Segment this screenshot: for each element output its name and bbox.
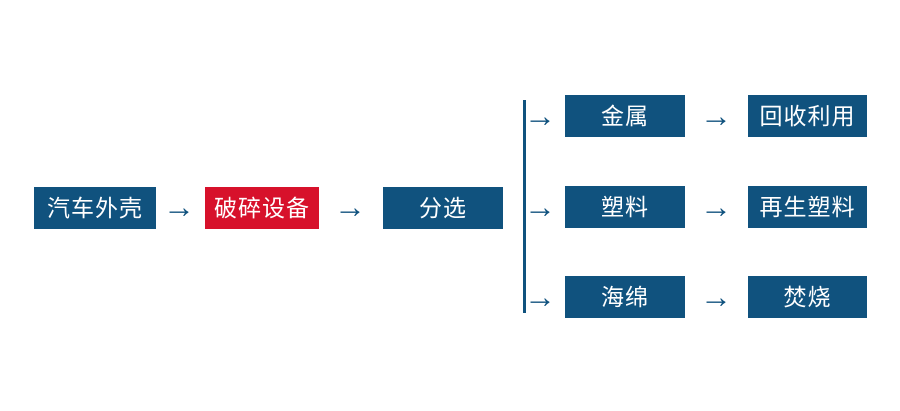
arrow-right-icon: → [700, 278, 732, 315]
flow-node-car-shell: 汽车外壳 [34, 187, 156, 229]
flow-node-crusher: 破碎设备 [205, 187, 319, 229]
arrow-right-icon: → [334, 188, 366, 225]
flow-node-label: 汽车外壳 [47, 194, 143, 221]
arrow-right-icon: → [524, 97, 556, 134]
flow-node-sorting: 分选 [383, 187, 503, 229]
flow-node-incineration: 焚烧 [748, 276, 867, 318]
flow-node-label: 再生塑料 [759, 193, 856, 220]
flow-node-plastic: 塑料 [565, 186, 685, 228]
flow-node-label: 金属 [601, 102, 649, 129]
flow-node-sponge: 海绵 [565, 276, 685, 318]
flow-node-label: 破碎设备 [214, 194, 310, 221]
flow-node-label: 海绵 [601, 283, 649, 310]
arrow-right-icon: → [700, 188, 732, 225]
flow-node-label: 分选 [419, 194, 467, 221]
arrow-right-icon: → [524, 278, 556, 315]
flow-node-label: 塑料 [601, 193, 649, 220]
branch-trunk-line [523, 100, 526, 313]
arrow-right-icon: → [700, 97, 732, 134]
arrow-right-icon: → [524, 188, 556, 225]
arrow-right-icon: → [163, 188, 195, 225]
flow-node-recycle: 回收利用 [748, 95, 867, 137]
flow-node-label: 回收利用 [759, 102, 856, 129]
flow-node-recycled-plastic: 再生塑料 [748, 186, 867, 228]
flow-node-label: 焚烧 [783, 283, 832, 310]
flow-node-metal: 金属 [565, 95, 685, 137]
